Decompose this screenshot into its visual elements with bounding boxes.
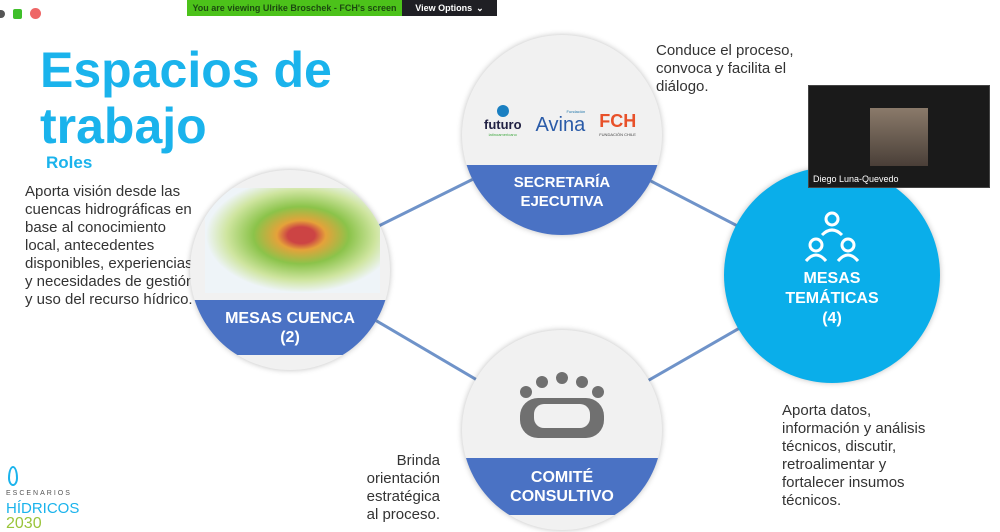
mesas-tematicas-label-2: TEMÁTICAS	[785, 290, 879, 307]
brand-line3: 2030	[6, 515, 42, 532]
participant-video[interactable]: Diego Luna-Quevedo	[808, 85, 990, 188]
comite-description: Brinda orientación estratégica al proces…	[366, 452, 440, 523]
dot-icon	[0, 9, 5, 18]
slide-subtitle: Roles	[46, 153, 93, 172]
mesas-tematicas-label: MESAS	[803, 270, 861, 287]
chevron-down-icon: ⌄	[476, 2, 484, 13]
view-options-button[interactable]: View Options⌄	[402, 0, 497, 16]
record-icon	[30, 8, 41, 19]
participant-name: Diego Luna-Quevedo	[813, 174, 899, 184]
mesas-cuenca-description: Aporta visión desde las cuencas hidrográ…	[25, 183, 195, 308]
mesas-tematicas-count: (4)	[822, 310, 842, 327]
lock-icon	[13, 8, 22, 19]
mesas-tematicas-circle: MESAS TEMÁTICAS (4)	[724, 167, 940, 383]
brand-line1: ESCENARIOS	[6, 490, 72, 497]
screen-share-bar: You are viewing Ulrike Broschek - FCH's …	[187, 0, 497, 16]
basin-map-image	[205, 188, 380, 293]
meeting-table-icon	[520, 372, 604, 438]
status-icons	[0, 8, 41, 19]
brand-line2: HÍDRICOS	[6, 500, 80, 517]
viewing-text: You are viewing Ulrike Broschek - FCH's …	[187, 0, 402, 16]
secretaria-description: Conduce el proceso, convoca y facilita e…	[656, 42, 794, 95]
participant-avatar	[870, 108, 928, 166]
view-options-label: View Options	[415, 3, 473, 13]
mesas-cuenca-circle: MESAS CUENCA(2)	[190, 170, 390, 370]
group-icon	[804, 211, 860, 263]
brand-logo: ESCENARIOS HÍDRICOS 2030	[6, 466, 80, 532]
mesas-tematicas-description: Aporta datos, información y análisis téc…	[782, 402, 926, 509]
mesas-cuenca-label: MESAS CUENCA(2)	[190, 300, 390, 355]
water-drop-icon	[8, 466, 18, 486]
